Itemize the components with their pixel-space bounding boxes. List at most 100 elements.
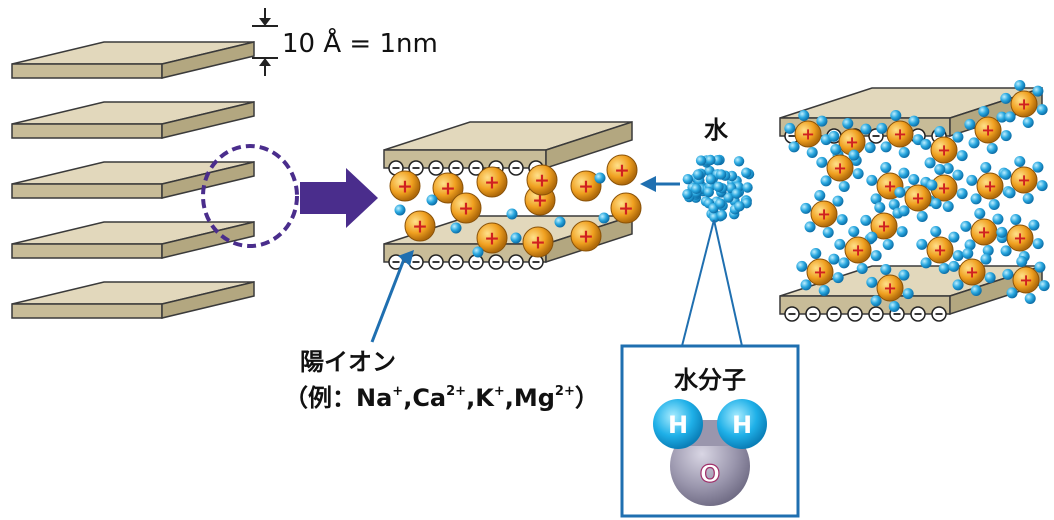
ion-ca-charge: 2+: [446, 384, 466, 399]
water-molecule-icon: [836, 214, 848, 226]
water-molecule-icon: [814, 189, 826, 201]
cation-icon: +: [926, 236, 954, 264]
hydrated-cation: +: [800, 189, 848, 239]
cation-sphere: [522, 226, 554, 258]
water-molecule-icon: [810, 247, 822, 259]
cation-sign: +: [484, 172, 500, 193]
cation-icon: +: [976, 172, 1004, 200]
water-molecule-icon: [713, 181, 724, 193]
water-molecule-icon: [898, 147, 910, 159]
cation-sign: +: [893, 124, 907, 143]
water-molecule-icon: [788, 141, 800, 153]
cation-sphere: [810, 200, 838, 228]
cation-sign: +: [977, 222, 991, 241]
cation-sign: +: [440, 178, 456, 199]
clay-layer: [11, 101, 255, 139]
water-molecule-icon: [902, 288, 914, 300]
water-molecule-icon: [1016, 255, 1028, 267]
ion-separator: ,: [505, 384, 514, 412]
cation-sphere: [876, 274, 904, 302]
cation-sign: +: [614, 160, 630, 181]
water-molecule-icon: [866, 174, 878, 186]
water-molecule-icon: [804, 221, 816, 233]
cation-icon: +: [476, 222, 508, 254]
water-molecule-icon: [894, 186, 906, 198]
hydrogen-atom-right: [717, 399, 767, 449]
water-molecule-icon: [996, 226, 1008, 238]
water-molecule-icon: [888, 301, 900, 313]
water-molecule-icon: [920, 257, 932, 269]
water-molecule-icon: [506, 208, 518, 220]
negative-charge-icon: [488, 254, 504, 270]
spacing-arrowhead-up: [259, 58, 271, 66]
plate-side-face: [161, 161, 255, 199]
negative-charge-icon: [910, 306, 926, 322]
water-molecule-icon: [898, 205, 910, 217]
cation-icon: +: [970, 218, 998, 246]
water-molecule-icon: [842, 117, 854, 129]
negative-charge-icon: [826, 306, 842, 322]
cation-icon: +: [570, 170, 602, 202]
cation-icon: +: [1010, 166, 1038, 194]
water-molecule-icon: [832, 272, 844, 284]
hydrated-cation: +: [964, 105, 1012, 155]
water-molecule-icon: [876, 122, 888, 134]
water-molecule-icon: [996, 111, 1008, 123]
cation-sphere: [930, 136, 958, 164]
plate-side-face: [161, 41, 255, 79]
water-molecule-icon: [934, 163, 946, 175]
water-molecule-icon: [948, 231, 960, 243]
ion-separator: ,: [403, 384, 412, 412]
water-molecule-icon: [734, 201, 745, 212]
water-molecule-icon: [870, 250, 882, 262]
ion-mg-charge: 2+: [555, 384, 575, 399]
water-molecule-icon: [866, 231, 878, 243]
cation-icon: +: [389, 170, 421, 202]
negative-charge-icon: [847, 306, 863, 322]
negative-charge-icon: [868, 306, 884, 322]
molecule-title: 水分子: [674, 366, 746, 394]
hydrated-cations: ++++++++++++++++++++++: [784, 79, 1050, 313]
water-molecule-icon: [942, 201, 954, 213]
negative-charge-icon: [805, 306, 821, 322]
cation-sphere: [389, 170, 421, 202]
cation-sign: +: [933, 240, 947, 259]
water-molecule-icon: [741, 167, 752, 178]
cation-sign: +: [1019, 270, 1033, 289]
negative-charge-icon: [428, 254, 444, 270]
water-molecule-icon: [968, 137, 980, 149]
water-molecule-icon: [798, 109, 810, 121]
water-molecule-icon: [890, 109, 902, 121]
water-molecule-icon: [1004, 187, 1016, 199]
hydrogen-label-left: H: [668, 411, 688, 439]
water-molecule-icon: [988, 199, 1000, 211]
water-molecule-icon: [806, 147, 818, 159]
water-molecule-icon: [984, 272, 996, 284]
negative-charge-icon: [448, 254, 464, 270]
cation-sign: +: [883, 278, 897, 297]
plate-front-face: [11, 123, 163, 139]
negative-charge-icon: [931, 306, 947, 322]
cation-sphere: [404, 210, 436, 242]
water-molecule-icon: [1024, 293, 1036, 305]
cation-icon: +: [404, 210, 436, 242]
cation-sign: +: [937, 178, 951, 197]
water-molecule-icon: [970, 193, 982, 205]
water-label: 水: [704, 116, 729, 144]
hydrated-cation: +: [860, 201, 908, 251]
water-molecule-icon: [960, 220, 972, 232]
interlayer-spacing-marker: 10 Å = 1nm: [252, 8, 438, 76]
cation-sign: +: [534, 170, 550, 191]
hydrated-cation: +: [866, 263, 914, 313]
zoom-circle: [201, 144, 299, 248]
water-molecule-icon: [970, 285, 982, 297]
negative-charge-icon: [408, 160, 424, 176]
cation-icon: +: [826, 154, 854, 182]
water-molecule-icon: [682, 173, 694, 185]
cation-label: 陽イオン: [300, 348, 396, 376]
hydrated-cation: +: [1000, 155, 1048, 205]
water-molecule-icon: [916, 211, 928, 223]
hydrated-cation: +: [1002, 255, 1050, 305]
cation-icon: +: [432, 172, 464, 204]
water-molecule-icon: [956, 188, 968, 200]
